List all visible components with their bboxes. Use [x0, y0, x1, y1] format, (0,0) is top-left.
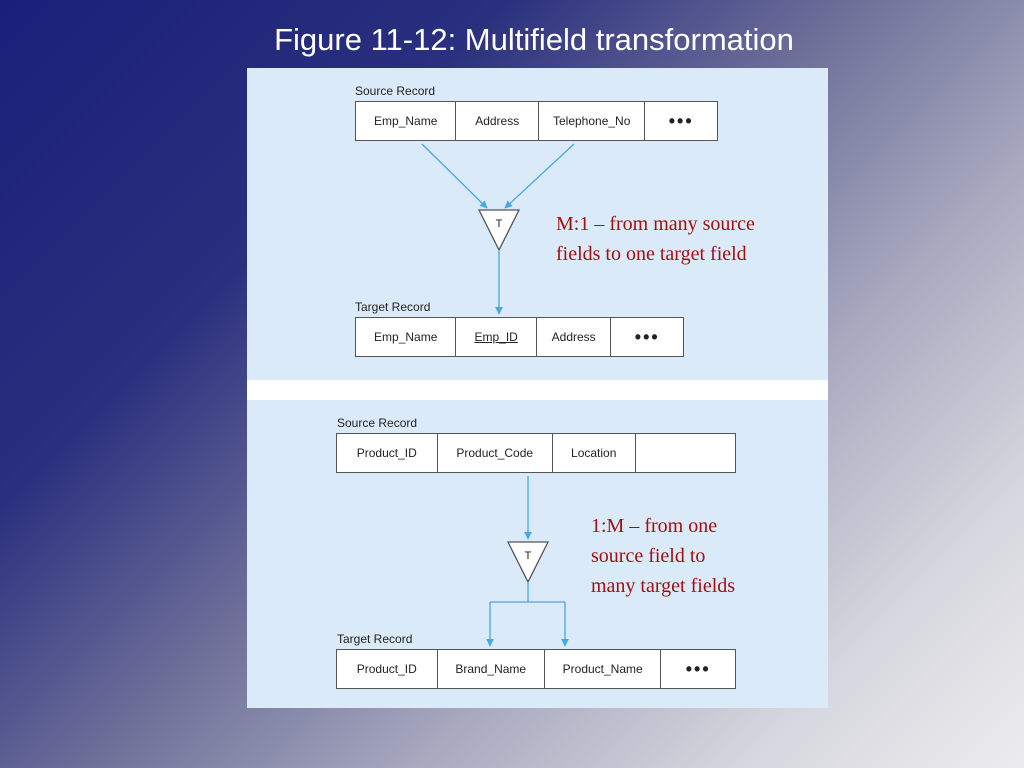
bottom-source-record-label: Source Record [337, 416, 418, 430]
bottom-target-record-label: Target Record [337, 632, 413, 646]
bottom-transform-icon: T [506, 541, 550, 584]
top-source-record-label: Source Record [355, 84, 436, 98]
top-source-field-address: Address [456, 102, 539, 140]
top-transform-label: T [496, 218, 503, 230]
bottom-fanout-connector [490, 582, 565, 603]
bottom-transform-label: T [525, 550, 532, 562]
bottom-target-field-more: ••• [685, 658, 711, 679]
top-target-record-label: Target Record [355, 300, 431, 314]
bottom-target-field-product-name: Product_Name [545, 650, 662, 688]
top-source-field-emp-name: Emp_Name [356, 102, 457, 140]
bottom-mapping-note: 1:M – from one source field to many targ… [591, 515, 736, 597]
top-target-record: Emp_Name Emp_ID Address ••• [355, 317, 684, 357]
top-source-record: Emp_Name Address Telephone_No ••• [355, 101, 718, 141]
top-source-field-telephone-no: Telephone_No [539, 102, 646, 140]
bottom-source-field-location: Location [553, 434, 636, 472]
top-arrow-telephone-to-transform [504, 143, 575, 209]
bottom-source-field-product-code: Product_Code [438, 434, 553, 472]
bottom-target-field-brand-name: Brand_Name [438, 650, 545, 688]
top-source-field-more: ••• [668, 110, 694, 131]
top-arrow-emp-name-to-transform [421, 143, 488, 209]
top-target-field-emp-id: Emp_ID [456, 318, 537, 356]
top-transform-icon: T [477, 209, 521, 252]
connector-layer: T T [421, 143, 575, 647]
slide-title: Figure 11-12: Multifield transformation [274, 22, 794, 57]
panel-divider [247, 380, 828, 400]
bottom-target-field-product-id: Product_ID [337, 650, 438, 688]
top-target-field-emp-name: Emp_Name [356, 318, 457, 356]
figure-panel: Source Record Emp_Name Address Telephone… [247, 68, 828, 708]
top-target-field-more: ••• [634, 326, 660, 347]
top-target-field-address: Address [537, 318, 612, 356]
bottom-source-field-product-id: Product_ID [337, 434, 438, 472]
bottom-source-record: Product_ID Product_Code Location [336, 433, 736, 473]
bottom-target-record: Product_ID Brand_Name Product_Name ••• [336, 649, 736, 689]
top-mapping-note: M:1 – from many source fields to one tar… [556, 213, 755, 265]
